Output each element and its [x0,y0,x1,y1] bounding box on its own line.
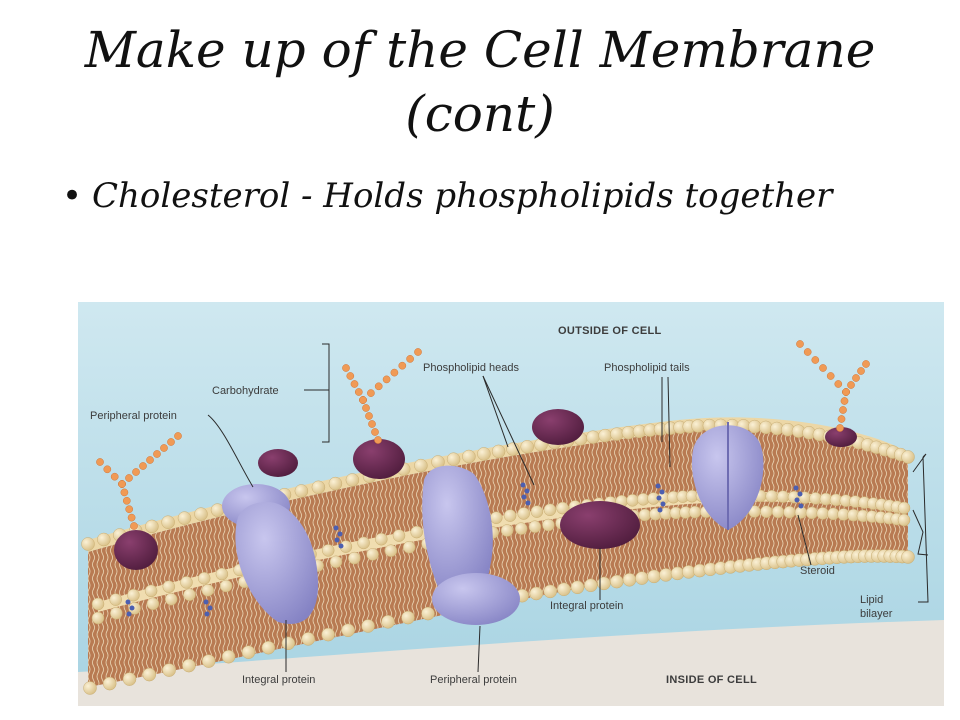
inside-region [78,620,944,706]
inside-of-cell-label: INSIDE OF CELL [666,674,757,686]
slide-title: Make up of the Cell Membrane (cont) [60,18,900,146]
lipid-bilayer-label-line2: bilayer [860,608,893,620]
slide-title-line1: Make up of the Cell Membrane [84,21,876,79]
peripheral-protein-bottom-label: Peripheral protein [430,674,517,686]
phospholipid-heads [81,418,915,611]
slide-title-line2: (cont) [405,85,555,143]
peripheral-protein-top-label: Peripheral protein [90,410,177,422]
phospholipid-tails-label: Phospholipid tails [604,362,690,374]
lipid-bilayer-label-line1: Lipid [860,594,883,606]
phospholipid-heads-label: Phospholipid heads [423,362,520,374]
outside-of-cell-label: OUTSIDE OF CELL [558,325,662,337]
purple-peripheral-proteins [114,409,857,570]
steroid-clusters [125,482,804,617]
steroid-label: Steroid [800,565,835,577]
integral-proteins [222,422,764,625]
bullet-text: Cholesterol - Holds phospholipids togeth… [92,176,833,216]
carbohydrate-chains [96,340,870,530]
leader-lines [207,343,929,673]
bullet-dot-icon: • [62,176,83,216]
bullet-item: •Cholesterol - Holds phospholipids toget… [62,172,922,220]
integral-protein-left-label: Integral protein [242,674,315,686]
carbohydrate-label: Carbohydrate [212,385,279,397]
integral-protein-center-label: Integral protein [550,600,623,612]
cell-membrane-diagram: OUTSIDE OF CELL Carbohydrate Peripheral … [78,302,944,706]
